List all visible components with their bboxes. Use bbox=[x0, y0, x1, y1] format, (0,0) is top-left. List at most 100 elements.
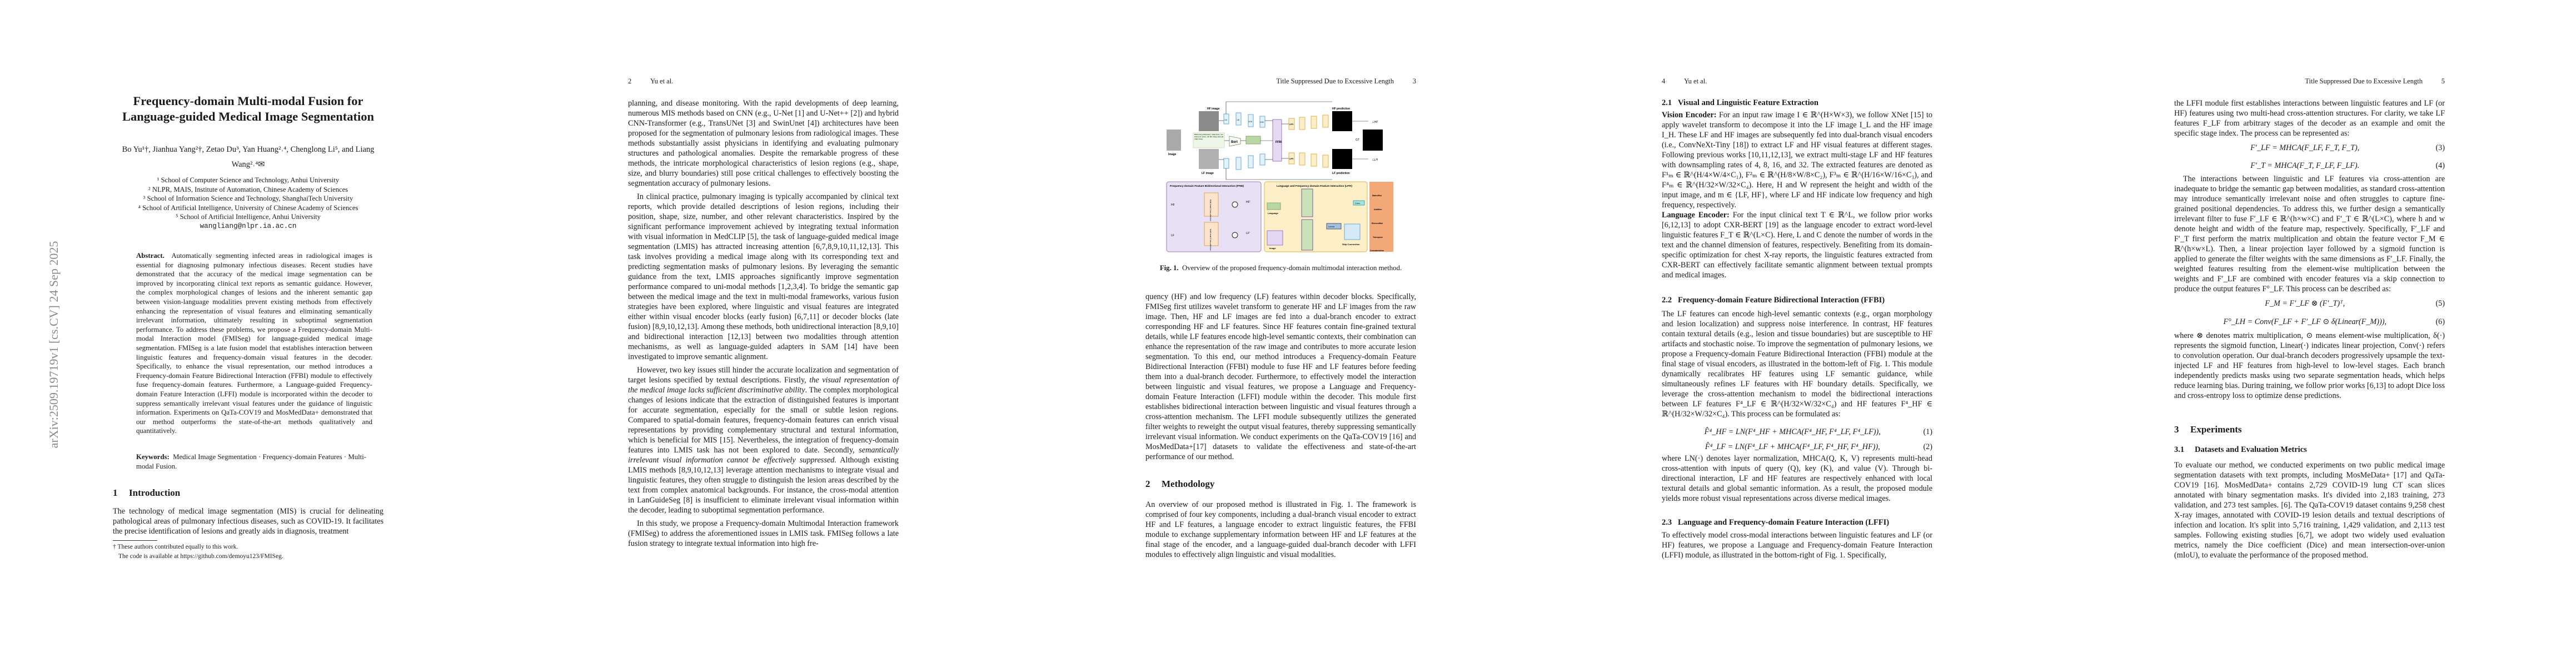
email-link[interactable]: wangliang@nlpr.ia.ac.cn bbox=[200, 222, 297, 230]
figure-label: Conv bbox=[1355, 202, 1360, 205]
footnote: † These authors contributed equally to t… bbox=[113, 544, 238, 550]
legend-label: Transpose bbox=[1373, 236, 1383, 238]
paragraph: However, two key issues still hinder the… bbox=[628, 365, 899, 515]
affiliations: ¹ School of Computer Science and Technol… bbox=[113, 176, 383, 231]
equation-number: (2) bbox=[1923, 442, 1932, 451]
figure-caption: Fig. 1. Overview of the proposed frequen… bbox=[1145, 263, 1416, 272]
mhca-block bbox=[1204, 222, 1219, 246]
language-feature-block bbox=[1267, 202, 1281, 210]
figure-label: Skip Connection bbox=[1342, 243, 1360, 246]
section-number: 2.2 bbox=[1662, 296, 1672, 305]
section-title: Experiments bbox=[2190, 424, 2242, 435]
page-number: 5 bbox=[2441, 77, 2445, 85]
equation-number: (4) bbox=[2435, 161, 2445, 170]
keywords-text: Medical Image Segmentation · Frequency-d… bbox=[136, 453, 367, 470]
figure-label: Multi-head Cross-attention bbox=[1209, 200, 1212, 221]
image-feature-block bbox=[1267, 230, 1283, 246]
title-line: Language-guided Medical Image Segmentati… bbox=[122, 109, 375, 123]
legend-label: MatrixMul bbox=[1372, 195, 1382, 197]
figure-label: Bert bbox=[1231, 141, 1238, 144]
page-body: the LFFI module first establishes intera… bbox=[2174, 98, 2445, 401]
footnotes: † These authors contributed equally to t… bbox=[113, 540, 383, 561]
paragraph: For the input clinical text T ∈ ℝ^L, we … bbox=[1662, 211, 1933, 280]
equation-number: (5) bbox=[2435, 299, 2445, 308]
paragraph: In this study, we propose a Frequency-do… bbox=[628, 519, 899, 548]
running-head-text: Yu et al. bbox=[1684, 77, 1707, 85]
ffbi-block bbox=[1272, 119, 1282, 162]
figure-label: Image bbox=[1168, 153, 1177, 156]
page-number: 3 bbox=[1412, 77, 1416, 85]
section-title: Language and Frequency-domain Feature In… bbox=[1678, 518, 1890, 527]
caption-label: Fig. 1. bbox=[1159, 264, 1179, 272]
footnote-code-link[interactable]: The code is available at https://github.… bbox=[118, 553, 283, 560]
figure-label: LFFI bbox=[1289, 123, 1293, 126]
authors-line: Wang²˒⁴✉ bbox=[231, 160, 265, 169]
clinical-report-wrapper: Bilateral pulmonary infection, two infec… bbox=[1194, 133, 1223, 140]
equation-body: F°_LH = Conv(F_LF + F′_LF ⊙ δ(Linear(F_M… bbox=[2223, 317, 2386, 326]
mhca-block bbox=[1301, 219, 1313, 251]
figure-label: LF' bbox=[1246, 232, 1250, 235]
addition-operator-icon bbox=[1232, 201, 1238, 208]
lf-prediction-mask bbox=[1332, 149, 1352, 169]
affiliation: ⁵ School of Artificial Intelligence, Anh… bbox=[176, 213, 321, 221]
figure-1-diagram: HF image Image LF image Bilateral pulmon… bbox=[1166, 101, 1393, 252]
linear-block bbox=[1326, 223, 1342, 230]
page-body: planning, and disease monitoring. With t… bbox=[628, 98, 899, 549]
loss-label: ℒHF bbox=[1372, 121, 1378, 124]
paragraph: The LF features can encode high-level se… bbox=[1662, 310, 1932, 419]
running-head-text: Title Suppressed Due to Excessive Length bbox=[2305, 77, 2423, 85]
equation-body: F̂⁴_LF = LN(F⁴_LF + MHCA(F⁴_LF, F⁴_HF, F… bbox=[1705, 442, 1880, 451]
arxiv-identifier: arXiv:2509.19719v1 [cs.CV] 24 Sep 2025 bbox=[47, 241, 61, 449]
abstract-label: Abstract. bbox=[136, 252, 165, 260]
footnote-rule bbox=[113, 540, 157, 541]
equation-body: F′_LF = MHCA(F_LF, F_T, F_T), bbox=[2250, 143, 2360, 152]
section-title: Methodology bbox=[1162, 479, 1215, 489]
panel-title: Language and Frequency-domain Feature In… bbox=[1277, 185, 1352, 188]
figure-label: HF bbox=[1171, 203, 1175, 207]
paragraph: An overview of our proposed method is il… bbox=[1145, 500, 1416, 559]
paragraph-label: Vision Encoder: bbox=[1662, 111, 1717, 120]
figure-label: HF image bbox=[1207, 107, 1220, 111]
section-heading-methodology: 2 Methodology bbox=[1145, 478, 1416, 490]
section-number: 2.1 bbox=[1662, 98, 1672, 107]
legend-label: Concatenation bbox=[1370, 250, 1384, 252]
paragraph: where ⊗ denotes matrix multiplication, ⊙… bbox=[2174, 331, 2445, 400]
author-list: Bo Yu¹†, Jianhua Yang²†, Zetao Du³, Yan … bbox=[113, 142, 383, 172]
title-line: Frequency-domain Multi-modal Fusion for bbox=[133, 94, 363, 108]
lf-image-thumbnail bbox=[1199, 149, 1219, 169]
figure-label: FFBI bbox=[1275, 141, 1282, 144]
page-4: 4 Yu et al. 2.1 Visual and Linguistic Feat… bbox=[1662, 0, 1932, 667]
equation-number: (3) bbox=[2435, 143, 2445, 152]
emphasis: the visual representation of the medical… bbox=[628, 376, 899, 395]
paragraph: quency (HF) and low frequency (LF) featu… bbox=[1145, 292, 1416, 461]
section-title: Visual and Linguistic Feature Extraction bbox=[1678, 98, 1818, 107]
intro-paragraph: The technology of medical image segmenta… bbox=[113, 506, 383, 536]
page-number: 4 bbox=[1662, 77, 1666, 85]
paragraph: The interactions between linguistic and … bbox=[2174, 175, 2445, 293]
mhca-block bbox=[1204, 192, 1219, 217]
section-number: 1 bbox=[113, 487, 118, 498]
loss-label: ℒLH bbox=[1372, 158, 1378, 162]
abstract-text: Automatically segmenting infected areas … bbox=[136, 252, 372, 435]
page-body: An overview of our proposed method is il… bbox=[1145, 500, 1416, 560]
bert-encoder-shape bbox=[1229, 136, 1241, 147]
figure-label: HF prediction bbox=[1332, 107, 1350, 111]
paragraph: where LN(·) denotes layer normalization,… bbox=[1662, 454, 1932, 503]
equation-2: F̂⁴_LF = LN(F⁴_LF + MHCA(F⁴_LF, F⁴_HF, F… bbox=[1662, 440, 1932, 454]
paragraph: To evaluate our method, we conducted exp… bbox=[2174, 461, 2445, 560]
paragraph: For an input raw image I ∈ ℝ^(H×W×3), we… bbox=[1662, 111, 1932, 210]
figure-label: Image bbox=[1269, 247, 1276, 250]
section-title: Introduction bbox=[129, 487, 181, 498]
equation-body: F̂⁴_HF = LN(F⁴_HF + MHCA(F⁴_HF, F⁴_LF, F… bbox=[1704, 427, 1881, 436]
abstract: Abstract. Automatically segmenting infec… bbox=[136, 251, 372, 436]
equation-body: F_M = F′_LF ⊗ (F′_T)ᵀ, bbox=[2265, 299, 2345, 308]
section-number: 2 bbox=[1145, 479, 1150, 489]
affiliation: ¹ School of Computer Science and Technol… bbox=[157, 176, 340, 184]
paragraph: the LFFI module first establishes intera… bbox=[2174, 99, 2445, 138]
lffi-panel bbox=[1264, 181, 1368, 252]
section-number: 2.3 bbox=[1662, 518, 1672, 527]
figure-label: LF image bbox=[1202, 172, 1214, 175]
paper-title: Frequency-domain Multi-modal Fusion for … bbox=[113, 93, 383, 125]
